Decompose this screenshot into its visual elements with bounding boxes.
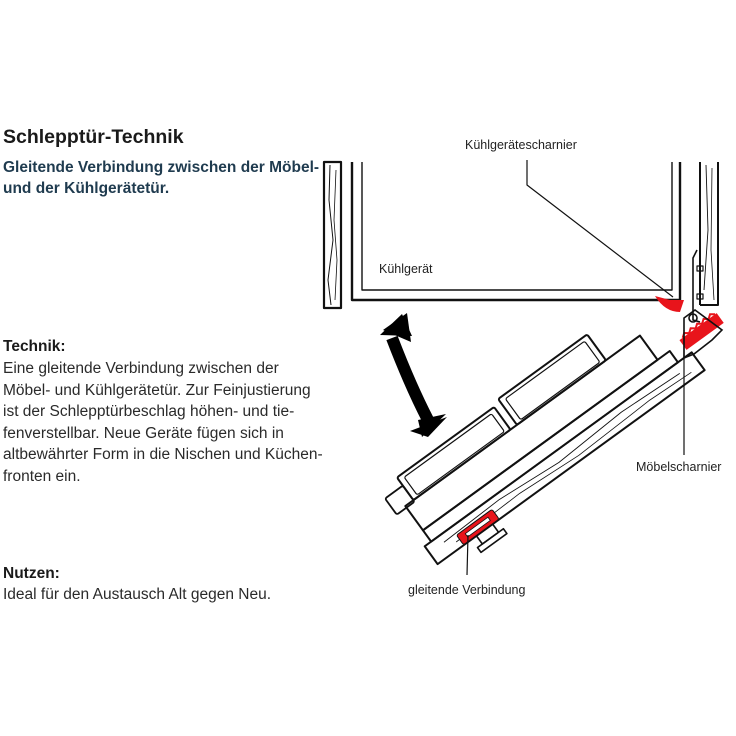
technik-heading: Technik:: [3, 338, 66, 355]
page-subtitle: Gleitende Verbindung zwischen der Möbel-…: [3, 159, 320, 197]
label-sliding-connection: gleitende Verbindung: [408, 583, 526, 597]
page-title: Schlepptür-Technik: [3, 126, 184, 148]
sliding-connection-leader: [466, 534, 469, 576]
opened-door-assembly: [384, 334, 706, 566]
technik-line: fenverstellbar. Neue Geräte fügen sich i…: [3, 424, 284, 442]
label-furniture-hinge: Möbelscharnier: [636, 460, 722, 474]
nutzen-body: Ideal für den Austausch Alt gegen Neu.: [3, 584, 383, 606]
technik-line: fronten ein.: [3, 467, 81, 485]
technik-line: Eine gleitende Verbindung zwischen der: [3, 360, 279, 377]
nutzen-text: Ideal für den Austausch Alt gegen Neu.: [3, 586, 271, 603]
appliance-body: [350, 162, 682, 302]
right-cabinet-panel: [692, 162, 719, 323]
technik-line: Möbel- und Kühlgerätetür. Zur Feinjustie…: [3, 381, 311, 399]
technik-line: ist der Schlepptürbeschlag höhen- und ti…: [3, 403, 295, 421]
label-appliance: Kühlgerät: [379, 262, 433, 276]
left-cabinet-panel: [322, 160, 343, 310]
label-appliance-hinge: Kühlgerätescharnier: [465, 138, 577, 152]
appliance-hinge-leader: [526, 160, 674, 298]
technik-line: altbewährter Form in die Nischen und Küc…: [3, 446, 323, 464]
nutzen-heading: Nutzen:: [3, 565, 60, 582]
appliance-hinge-red: [655, 296, 684, 312]
technik-body: Eine gleitende Verbindung zwischen der M…: [3, 358, 383, 488]
double-arrow-icon: [380, 313, 447, 437]
